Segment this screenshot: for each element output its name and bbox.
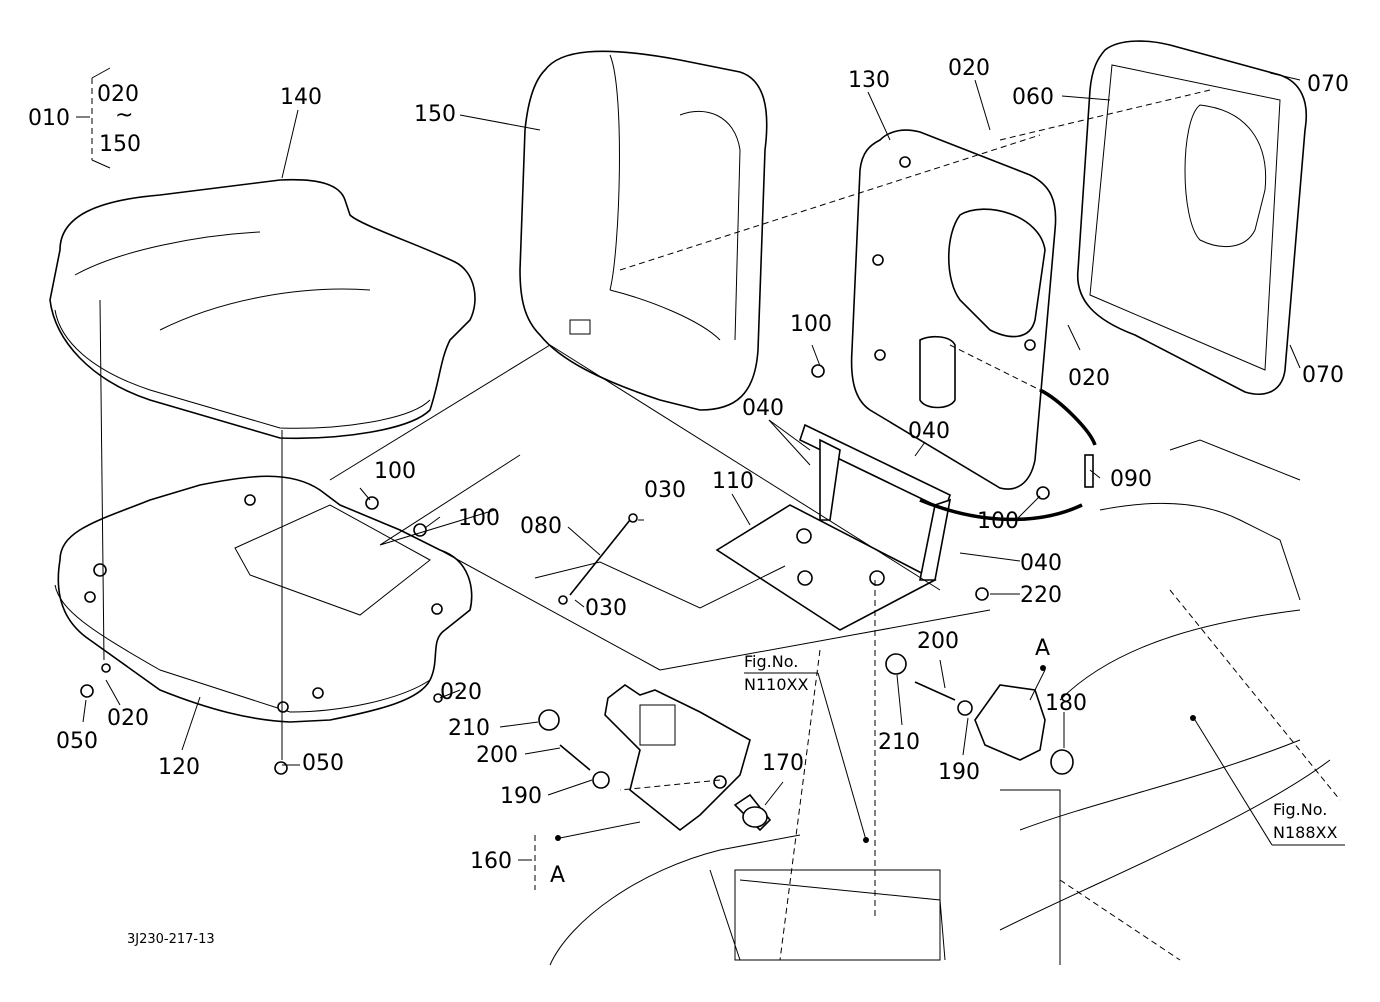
seatbelt-buckle-part[interactable]	[604, 684, 772, 832]
part-label-100[interactable]: 100	[374, 459, 416, 484]
drawing-number: 3J230-217-13	[127, 932, 215, 947]
detail-marker-a: A	[550, 863, 565, 888]
cap-210-right[interactable]	[885, 653, 907, 675]
part-label-180[interactable]: 180	[1045, 691, 1087, 716]
part-label-070[interactable]: 070	[1302, 363, 1344, 388]
part-label-040[interactable]: 040	[742, 396, 784, 421]
part-label-190[interactable]: 190	[500, 784, 542, 809]
part-label-220[interactable]: 220	[1020, 583, 1062, 608]
backrest-cushion-part[interactable]	[519, 50, 768, 411]
part-label-170[interactable]: 170	[762, 751, 804, 776]
back-frame-plate-part[interactable]	[850, 129, 1057, 490]
part-label-160[interactable]: 160	[470, 849, 512, 874]
part-label-190[interactable]: 190	[938, 760, 980, 785]
part-label-210[interactable]: 210	[448, 716, 490, 741]
part-label-110[interactable]: 110	[712, 469, 754, 494]
part-label-050[interactable]: 050	[302, 751, 344, 776]
part-label-210[interactable]: 210	[878, 730, 920, 755]
part-label-150[interactable]: 150	[414, 102, 456, 127]
washer-190-left[interactable]	[592, 771, 610, 789]
fig-ref-label: Fig.No.	[1273, 800, 1327, 819]
part-label-030[interactable]: 030	[585, 596, 627, 621]
gas-spring-part[interactable]	[558, 513, 638, 605]
part-label-020[interactable]: 020	[948, 56, 990, 81]
fig-ref-number[interactable]: N110XX	[744, 675, 808, 694]
part-label-020[interactable]: 020	[1068, 366, 1110, 391]
part-label-020[interactable]: 020	[107, 706, 149, 731]
part-label-200[interactable]: 200	[476, 743, 518, 768]
seat-pan-part[interactable]	[54, 475, 473, 723]
part-label-040[interactable]: 040	[1020, 551, 1062, 576]
part-label-020[interactable]: 020	[440, 680, 482, 705]
part-label-070[interactable]: 070	[1307, 72, 1349, 97]
spring-part[interactable]	[919, 388, 1097, 522]
part-label-130[interactable]: 130	[848, 68, 890, 93]
back-cover-part[interactable]	[1076, 40, 1307, 395]
part-label-200[interactable]: 200	[917, 629, 959, 654]
assembly-range-symbol: ~	[115, 103, 133, 128]
hardware-parts	[80, 364, 1050, 789]
washer-190-right[interactable]	[957, 700, 973, 716]
part-label-060[interactable]: 060	[1012, 85, 1054, 110]
hinge-bracket-part[interactable]	[715, 423, 952, 631]
part-label-080[interactable]: 080	[520, 514, 562, 539]
assembly-range-end: 150	[99, 132, 141, 157]
part-label-100[interactable]: 100	[977, 509, 1019, 534]
assembly-number[interactable]: 010	[28, 106, 70, 131]
part-label-030[interactable]: 030	[644, 478, 686, 503]
part-label-100[interactable]: 100	[790, 312, 832, 337]
leader-lines	[76, 67, 1345, 920]
part-label-090[interactable]: 090	[1110, 467, 1152, 492]
part-label-140[interactable]: 140	[280, 85, 322, 110]
part-number-labels: 010 020 ~ 150 140 150 130 020 060 070 07…	[28, 56, 1349, 947]
cap-210-left[interactable]	[538, 709, 560, 731]
fig-ref-number[interactable]: N188XX	[1273, 823, 1337, 842]
seat-cushion-part[interactable]	[49, 178, 476, 440]
machine-body-outline	[549, 439, 1341, 966]
assembly-range-start: 020	[97, 82, 139, 107]
buckle-a-part[interactable]	[974, 684, 1074, 775]
part-label-120[interactable]: 120	[158, 755, 200, 780]
fig-ref-label: Fig.No.	[744, 652, 798, 671]
part-label-050[interactable]: 050	[56, 729, 98, 754]
part-label-100[interactable]: 100	[458, 506, 500, 531]
part-label-040[interactable]: 040	[908, 419, 950, 444]
detail-marker-a: A	[1035, 636, 1050, 661]
